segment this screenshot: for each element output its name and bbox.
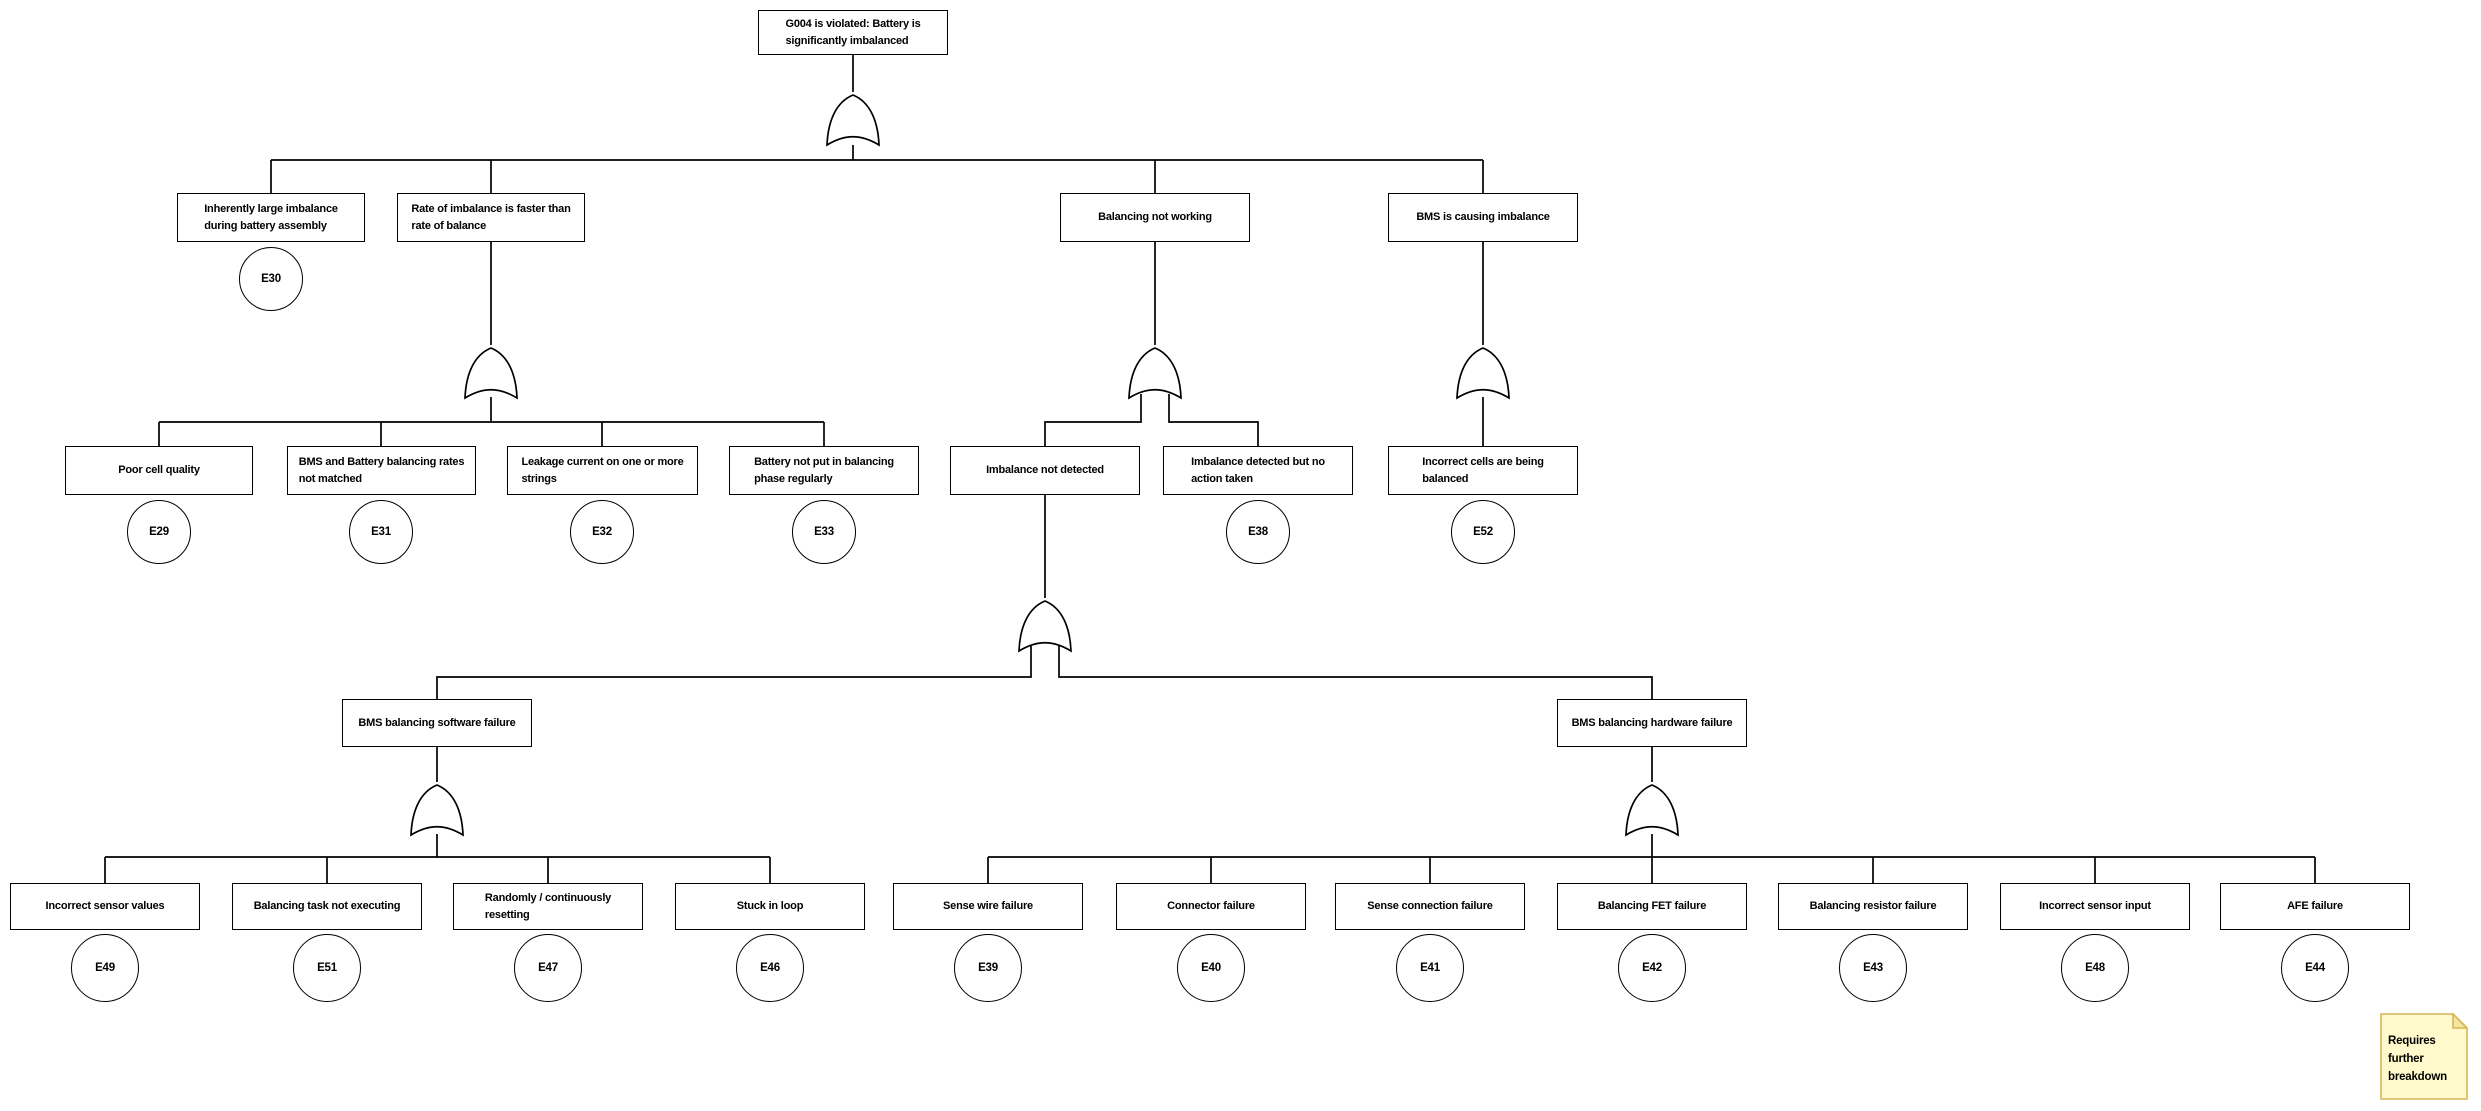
basic-event-e41[interactable]: E41 — [1396, 934, 1464, 1002]
event-id: E43 — [1863, 962, 1883, 974]
sticky-note[interactable]: Requires further breakdown — [2380, 1012, 2469, 1100]
or-gate-rate-of-imbalance[interactable] — [464, 347, 518, 400]
node-label: Leakage current on one or more strings — [521, 456, 684, 485]
node-label: BMS is causing imbalance — [1416, 211, 1550, 224]
node-balancing-fet-failure[interactable]: Balancing FET failure — [1557, 883, 1747, 930]
node-label: Poor cell quality — [118, 464, 200, 477]
node-label: Randomly / continuously resetting — [484, 892, 612, 921]
basic-event-e47[interactable]: E47 — [514, 934, 582, 1002]
event-id: E40 — [1201, 962, 1221, 974]
basic-event-e31[interactable]: E31 — [349, 500, 413, 564]
sticky-note-text: Requires further breakdown — [2388, 1035, 2447, 1083]
node-inherently-large-imbalance[interactable]: Inherently large imbalance during batter… — [177, 193, 365, 242]
event-id: E52 — [1473, 526, 1493, 538]
event-id: E30 — [261, 273, 281, 285]
event-id: E32 — [592, 526, 612, 538]
node-label: Incorrect cells are being balanced — [1422, 456, 1544, 485]
node-label: AFE failure — [2287, 900, 2343, 913]
basic-event-e46[interactable]: E46 — [736, 934, 804, 1002]
node-top-event-g004[interactable]: G004 is violated: Battery is significant… — [758, 10, 948, 55]
node-label: BMS and Battery balancing rates not matc… — [298, 456, 465, 485]
basic-event-e39[interactable]: E39 — [954, 934, 1022, 1002]
event-id: E33 — [814, 526, 834, 538]
basic-event-e32[interactable]: E32 — [570, 500, 634, 564]
or-gate-imbalance-not-detected[interactable] — [1018, 600, 1072, 653]
basic-event-e49[interactable]: E49 — [71, 934, 139, 1002]
node-label: Balancing not working — [1098, 211, 1212, 224]
node-label: BMS balancing software failure — [358, 716, 516, 729]
event-id: E41 — [1420, 962, 1440, 974]
or-gate-balancing-not-working[interactable] — [1128, 347, 1182, 400]
node-label: G004 is violated: Battery is significant… — [785, 18, 921, 47]
node-label: Connector failure — [1167, 900, 1255, 913]
node-poor-cell-quality[interactable]: Poor cell quality — [65, 446, 253, 495]
node-label: Balancing resistor failure — [1809, 900, 1937, 913]
basic-event-e29[interactable]: E29 — [127, 500, 191, 564]
node-bms-causing-imbalance[interactable]: BMS is causing imbalance — [1388, 193, 1578, 242]
event-id: E51 — [317, 962, 337, 974]
event-id: E47 — [538, 962, 558, 974]
event-id: E29 — [149, 526, 169, 538]
node-label: Balancing FET failure — [1597, 900, 1707, 913]
event-id: E48 — [2085, 962, 2105, 974]
node-sense-connection-failure[interactable]: Sense connection failure — [1335, 883, 1525, 930]
event-id: E31 — [371, 526, 391, 538]
event-id: E42 — [1642, 962, 1662, 974]
node-label: Sense wire failure — [943, 900, 1033, 913]
node-rate-of-imbalance-faster[interactable]: Rate of imbalance is faster than rate of… — [397, 193, 585, 242]
event-id: E38 — [1248, 526, 1268, 538]
event-id: E46 — [760, 962, 780, 974]
node-balancing-resistor-failure[interactable]: Balancing resistor failure — [1778, 883, 1968, 930]
basic-event-e44[interactable]: E44 — [2281, 934, 2349, 1002]
folded-corner — [2452, 1012, 2469, 1029]
node-label: Rate of imbalance is faster than rate of… — [411, 203, 571, 232]
node-leakage-current[interactable]: Leakage current on one or more strings — [507, 446, 698, 495]
node-balancing-rates-not-matched[interactable]: BMS and Battery balancing rates not matc… — [287, 446, 476, 495]
node-connector-failure[interactable]: Connector failure — [1116, 883, 1306, 930]
sticky-note-shape — [2380, 1012, 2469, 1100]
basic-event-e48[interactable]: E48 — [2061, 934, 2129, 1002]
node-label: BMS balancing hardware failure — [1571, 716, 1733, 729]
node-bms-hardware-failure[interactable]: BMS balancing hardware failure — [1557, 699, 1747, 747]
node-label: Imbalance not detected — [986, 464, 1104, 477]
connector-lines — [104, 55, 2316, 883]
node-balancing-not-working[interactable]: Balancing not working — [1060, 193, 1250, 242]
node-label: Balancing task not executing — [253, 900, 401, 913]
basic-event-e42[interactable]: E42 — [1618, 934, 1686, 1002]
node-incorrect-sensor-values[interactable]: Incorrect sensor values — [10, 883, 200, 930]
or-gate-bms-causing-imbalance[interactable] — [1456, 347, 1510, 400]
node-imbalance-detected-no-action[interactable]: Imbalance detected but no action taken — [1163, 446, 1353, 495]
node-afe-failure[interactable]: AFE failure — [2220, 883, 2410, 930]
node-label: Imbalance detected but no action taken — [1191, 456, 1325, 485]
node-imbalance-not-detected[interactable]: Imbalance not detected — [950, 446, 1140, 495]
node-label: Inherently large imbalance during batter… — [204, 203, 338, 232]
node-sense-wire-failure[interactable]: Sense wire failure — [893, 883, 1083, 930]
basic-event-e51[interactable]: E51 — [293, 934, 361, 1002]
or-gate-software-failure[interactable] — [410, 784, 464, 837]
event-id: E44 — [2305, 962, 2325, 974]
event-id: E39 — [978, 962, 998, 974]
or-gate-root[interactable] — [826, 94, 880, 147]
node-balancing-task-not-executing[interactable]: Balancing task not executing — [232, 883, 422, 930]
or-gate-hardware-failure[interactable] — [1625, 784, 1679, 837]
node-incorrect-sensor-input[interactable]: Incorrect sensor input — [2000, 883, 2190, 930]
node-label: Sense connection failure — [1367, 900, 1493, 913]
basic-event-e30[interactable]: E30 — [239, 247, 303, 311]
basic-event-e38[interactable]: E38 — [1226, 500, 1290, 564]
node-incorrect-cells-balanced[interactable]: Incorrect cells are being balanced — [1388, 446, 1578, 495]
node-stuck-in-loop[interactable]: Stuck in loop — [675, 883, 865, 930]
node-label: Incorrect sensor input — [2039, 900, 2151, 913]
basic-event-e52[interactable]: E52 — [1451, 500, 1515, 564]
basic-event-e43[interactable]: E43 — [1839, 934, 1907, 1002]
node-label: Incorrect sensor values — [45, 900, 165, 913]
basic-event-e33[interactable]: E33 — [792, 500, 856, 564]
node-label: Stuck in loop — [736, 900, 804, 913]
node-label: Battery not put in balancing phase regul… — [754, 456, 894, 485]
event-id: E49 — [95, 962, 115, 974]
node-randomly-resetting[interactable]: Randomly / continuously resetting — [453, 883, 643, 930]
node-not-in-balancing-phase[interactable]: Battery not put in balancing phase regul… — [729, 446, 919, 495]
basic-event-e40[interactable]: E40 — [1177, 934, 1245, 1002]
node-bms-software-failure[interactable]: BMS balancing software failure — [342, 699, 532, 747]
